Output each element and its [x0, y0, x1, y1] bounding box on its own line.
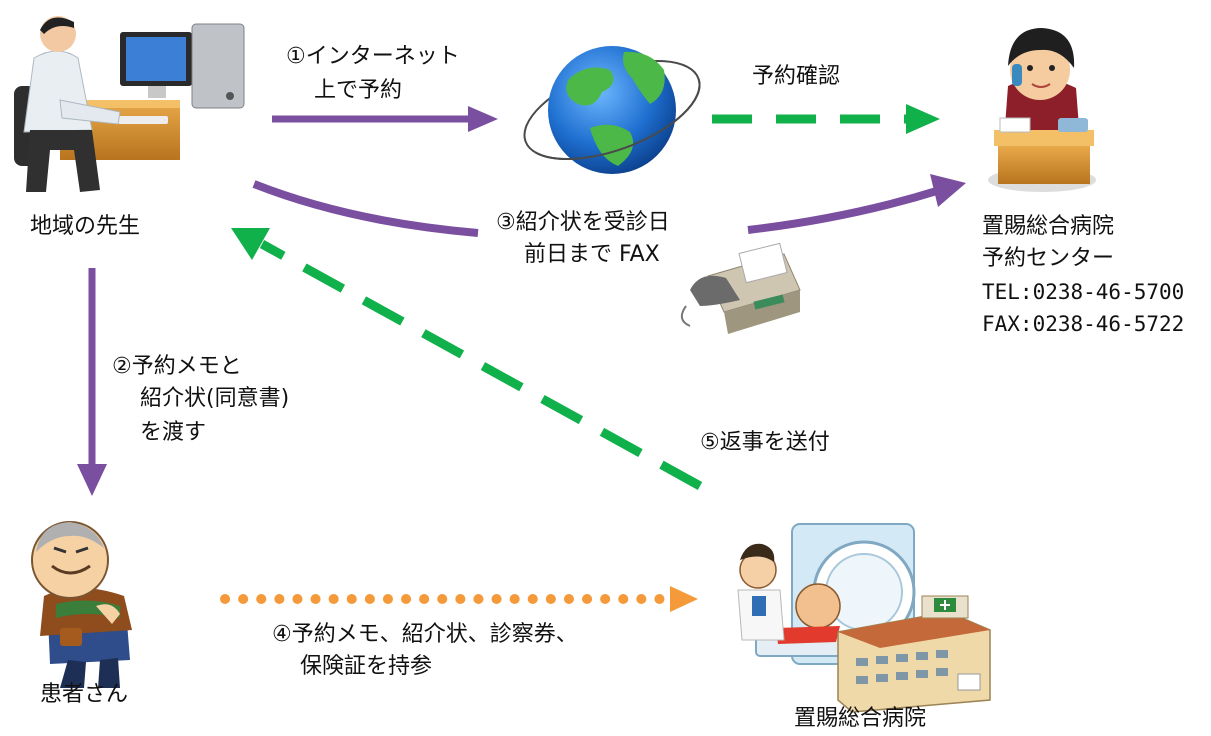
step4-label-line2: 保険証を持参 — [300, 654, 433, 679]
step3-label-line1: ③紹介状を受診日 — [496, 210, 670, 235]
confirm-label: 予約確認 — [752, 64, 841, 89]
fax-machine-icon — [680, 242, 801, 334]
arrow-step1-internet — [272, 106, 498, 132]
arrow-step5-return — [231, 228, 703, 490]
arrow-step4-dotted — [220, 586, 698, 612]
center-name-line2: 予約センター — [982, 246, 1115, 271]
center-name-line1: 置賜総合病院 — [982, 214, 1115, 239]
center-tel: TEL:0238-46-5700 — [982, 280, 1185, 304]
arrow-step3-fax — [252, 174, 966, 237]
center-fax: FAX:0238-46-5722 — [982, 312, 1185, 336]
doctor-label: 地域の先生 — [30, 214, 141, 239]
doctor-computer-icon — [14, 16, 245, 192]
step2-label-line2: 紹介状(同意書) — [140, 386, 290, 411]
patient-label: 患者さん — [40, 682, 129, 707]
globe-icon — [523, 46, 701, 174]
step3-label-line2: 前日まで FAX — [524, 242, 660, 267]
step2-label-line3: を渡す — [140, 420, 207, 445]
step1-label-line1: ①インターネット — [286, 44, 460, 69]
patient-icon — [31, 521, 132, 688]
hospital-label: 置賜総合病院 — [794, 706, 927, 731]
step2-label-line1: ②予約メモと — [112, 354, 242, 379]
arrow-confirm — [712, 104, 940, 134]
step4-label-line1: ④予約メモ、紹介状、診察券、 — [272, 622, 578, 647]
step5-label: ⑤返事を送付 — [700, 430, 830, 455]
step1-label-line2: 上で予約 — [314, 78, 403, 103]
arrow-step2-down — [77, 268, 107, 496]
receptionist-phone-icon — [988, 28, 1096, 192]
hospital-mri-icon — [737, 523, 991, 713]
